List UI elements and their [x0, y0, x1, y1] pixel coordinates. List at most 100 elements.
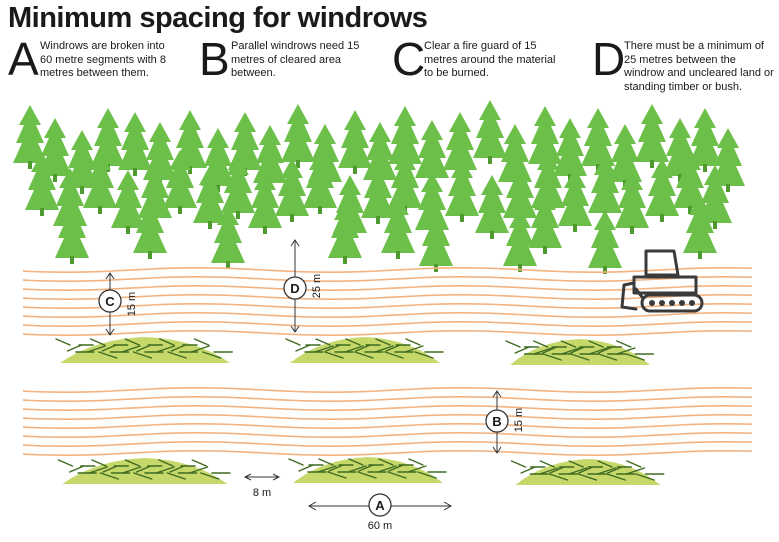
tree-crown — [253, 125, 287, 183]
tree-trunk — [660, 214, 664, 222]
stripe-line — [23, 330, 753, 336]
pile-branch — [317, 465, 337, 473]
tree-icon — [25, 152, 59, 216]
pile-branch — [542, 353, 562, 361]
pile-branch — [202, 351, 222, 359]
tree-crown — [553, 118, 587, 176]
dimension-c: C 15 m — [98, 272, 138, 336]
pile-branch — [404, 345, 424, 353]
dimension-b-arrow-up — [492, 390, 502, 398]
tree-trunk — [630, 226, 634, 234]
pile-branch — [101, 344, 117, 352]
stripe-line — [23, 414, 753, 420]
marker-d-letter: D — [290, 281, 299, 296]
windrow-pile — [285, 337, 444, 363]
tree-trunk — [460, 214, 464, 222]
pile-branch — [88, 466, 108, 474]
tree-crown — [83, 150, 117, 208]
pile-mound — [62, 458, 228, 484]
pile-branch — [57, 459, 74, 467]
pile-branch — [625, 353, 645, 361]
tree-crown — [211, 205, 245, 263]
tree-crown — [248, 170, 282, 228]
pile-branch — [68, 465, 85, 473]
rule-c-text: Clear a fire guard of 15 metres around t… — [424, 40, 556, 79]
pile-branch — [99, 472, 120, 480]
pile-branch — [549, 466, 565, 474]
tree-trunk — [713, 221, 717, 229]
pile-branch — [533, 340, 549, 348]
pile-branch — [200, 472, 220, 480]
tree-trunk — [28, 161, 32, 169]
pile-branch — [357, 471, 377, 479]
tree-icon — [211, 205, 245, 269]
tree-trunk — [488, 156, 492, 164]
dimension-d-arrow-down — [290, 325, 300, 333]
pile-mound — [290, 337, 440, 363]
tree-crown — [608, 124, 642, 182]
marker-b-letter: B — [492, 414, 501, 429]
tree-trunk — [353, 166, 357, 174]
pile-branch — [190, 345, 210, 353]
tree-icon — [361, 160, 395, 224]
stripe-line — [23, 432, 753, 438]
pile-branch — [568, 460, 584, 468]
pile-branch — [387, 471, 407, 479]
pile-branch — [155, 466, 175, 474]
pile-branch — [374, 345, 394, 353]
windrow-piles — [55, 337, 665, 485]
pile-branch — [597, 353, 618, 361]
pile-branch — [570, 353, 590, 361]
tree-crown — [111, 170, 145, 228]
pile-branch — [355, 344, 371, 352]
bulldozer-icon — [620, 249, 704, 313]
tree-trunk — [343, 256, 347, 264]
pile-branch — [91, 459, 107, 467]
pile-branch — [348, 458, 364, 466]
pile-branch — [188, 466, 209, 474]
rule-c-letter: C — [392, 33, 426, 85]
pile-branch — [124, 459, 141, 467]
pile-branch — [616, 340, 632, 348]
stripe-line — [23, 441, 753, 447]
tree-crown — [415, 172, 449, 230]
tree-trunk — [148, 251, 152, 259]
forest — [13, 100, 745, 274]
tree-icon — [688, 108, 722, 172]
pile-branch — [548, 473, 569, 481]
tree-crown — [588, 155, 622, 213]
tree-crown — [503, 208, 537, 266]
tree-crown — [25, 152, 59, 210]
pile-branch — [569, 346, 586, 354]
pile-branch — [285, 338, 301, 346]
tree-trunk — [376, 216, 380, 224]
rule-d-letter: D — [592, 33, 626, 85]
tree-crown — [143, 122, 177, 180]
marker-c-circle — [98, 289, 122, 313]
pile-branch — [325, 344, 341, 352]
pile-branch — [514, 346, 530, 354]
rule-b: B Parallel windrows need 15 metres of cl… — [199, 36, 384, 100]
pile-branch — [193, 338, 210, 346]
pile-branch — [616, 347, 636, 355]
tree-trunk — [263, 226, 267, 234]
marker-a-letter: A — [375, 498, 385, 513]
tree-crown — [53, 168, 87, 226]
tree-icon — [193, 165, 227, 229]
pile-branch — [520, 466, 536, 474]
tree-crown — [328, 200, 362, 258]
tree-icon — [553, 118, 587, 182]
tree-icon — [65, 130, 99, 194]
tree-trunk — [518, 264, 522, 272]
tree-icon — [711, 128, 745, 192]
dimension-b: B 15 m — [485, 390, 525, 454]
tree-crown — [673, 150, 707, 208]
pile-branch — [596, 467, 617, 475]
stripe-line — [23, 450, 753, 456]
tree-trunk — [236, 211, 240, 219]
rule-a-letter: A — [8, 33, 39, 85]
tree-icon — [683, 195, 717, 259]
pile-branch — [298, 464, 314, 472]
tree-crown — [133, 195, 167, 253]
tree-icon — [163, 150, 197, 214]
